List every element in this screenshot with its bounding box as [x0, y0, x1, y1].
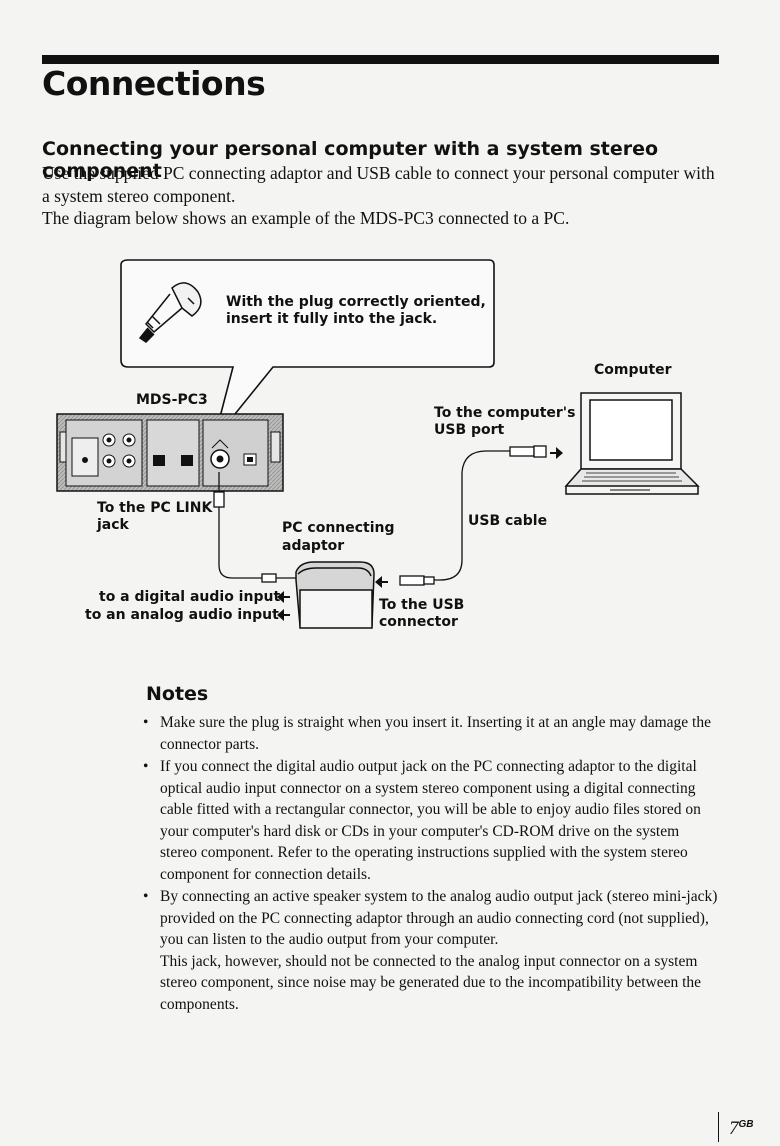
arrow-left-icon [277, 591, 290, 603]
arrow-left-icon [375, 576, 388, 588]
bullet: • [143, 758, 149, 775]
intro-paragraph-2: The diagram below shows an example of th… [42, 208, 570, 228]
laptop-computer [564, 392, 700, 495]
pc-link-label-line-1: To the PC LINK [97, 500, 213, 516]
usb-port-label-line-2: USB port [434, 422, 505, 438]
callout-text-line-1: With the plug correctly oriented, [226, 294, 486, 310]
notes-list: • Make sure the plug is straight when yo… [143, 712, 718, 1016]
intro-paragraph-1: Use the supplied PC connecting adaptor a… [42, 163, 715, 206]
usb-cable [399, 445, 547, 586]
note-text-extra: This jack, however, should not be connec… [160, 952, 702, 1013]
usb-port-label-line-1: To the computer's [434, 405, 576, 421]
note-text: If you connect the digital audio output … [160, 758, 701, 883]
page-title: Connections [42, 64, 266, 103]
section-subtitle: Connecting your personal computer with a… [42, 138, 659, 182]
arrow-left-icon [277, 609, 290, 621]
notes-heading: Notes [146, 683, 209, 705]
device-label: MDS-PC3 [136, 392, 208, 408]
pc-link-label-line-2: jack [97, 517, 129, 533]
intro-text: Use the supplied PC connecting adaptor a… [42, 162, 722, 230]
computer-label: Computer [594, 362, 672, 378]
usb-cable-label: USB cable [468, 513, 548, 529]
page-number-suffix: GB [738, 1119, 754, 1130]
analog-input-label: to an analog audio input [85, 607, 279, 623]
arrow-icons [277, 447, 563, 621]
callout-box [120, 259, 495, 441]
header-rule [42, 55, 719, 64]
note-text: By connecting an active speaker system t… [160, 888, 718, 948]
arrow-right-icon [550, 447, 563, 459]
adaptor-label-line-2: adaptor [282, 538, 345, 554]
digital-input-label: to a digital audio input [99, 589, 281, 605]
usb-connector-label-line-1: To the USB [379, 597, 465, 613]
bullet: • [143, 714, 149, 731]
page-number: 7GB [718, 1112, 754, 1142]
note-item: • Make sure the plug is straight when yo… [143, 712, 718, 755]
page-number-value: 7 [729, 1118, 739, 1139]
connection-diagram: With the plug correctly oriented, insert… [0, 250, 780, 670]
note-item: • If you connect the digital audio outpu… [143, 756, 718, 885]
pc-connecting-adaptor [295, 561, 375, 629]
callout-text-line-2: insert it fully into the jack. [226, 311, 438, 327]
usb-connector-label-line-2: connector [379, 614, 458, 630]
diagram-drawing [56, 259, 700, 629]
optical-plug-icon [138, 282, 202, 343]
pc-link-cable [213, 472, 298, 583]
note-item: • By connecting an active speaker system… [143, 886, 718, 1015]
adaptor-label-line-1: PC connecting [282, 520, 395, 536]
note-text: Make sure the plug is straight when you … [160, 714, 711, 753]
mds-pc3-device [56, 413, 284, 492]
bullet: • [143, 888, 149, 905]
